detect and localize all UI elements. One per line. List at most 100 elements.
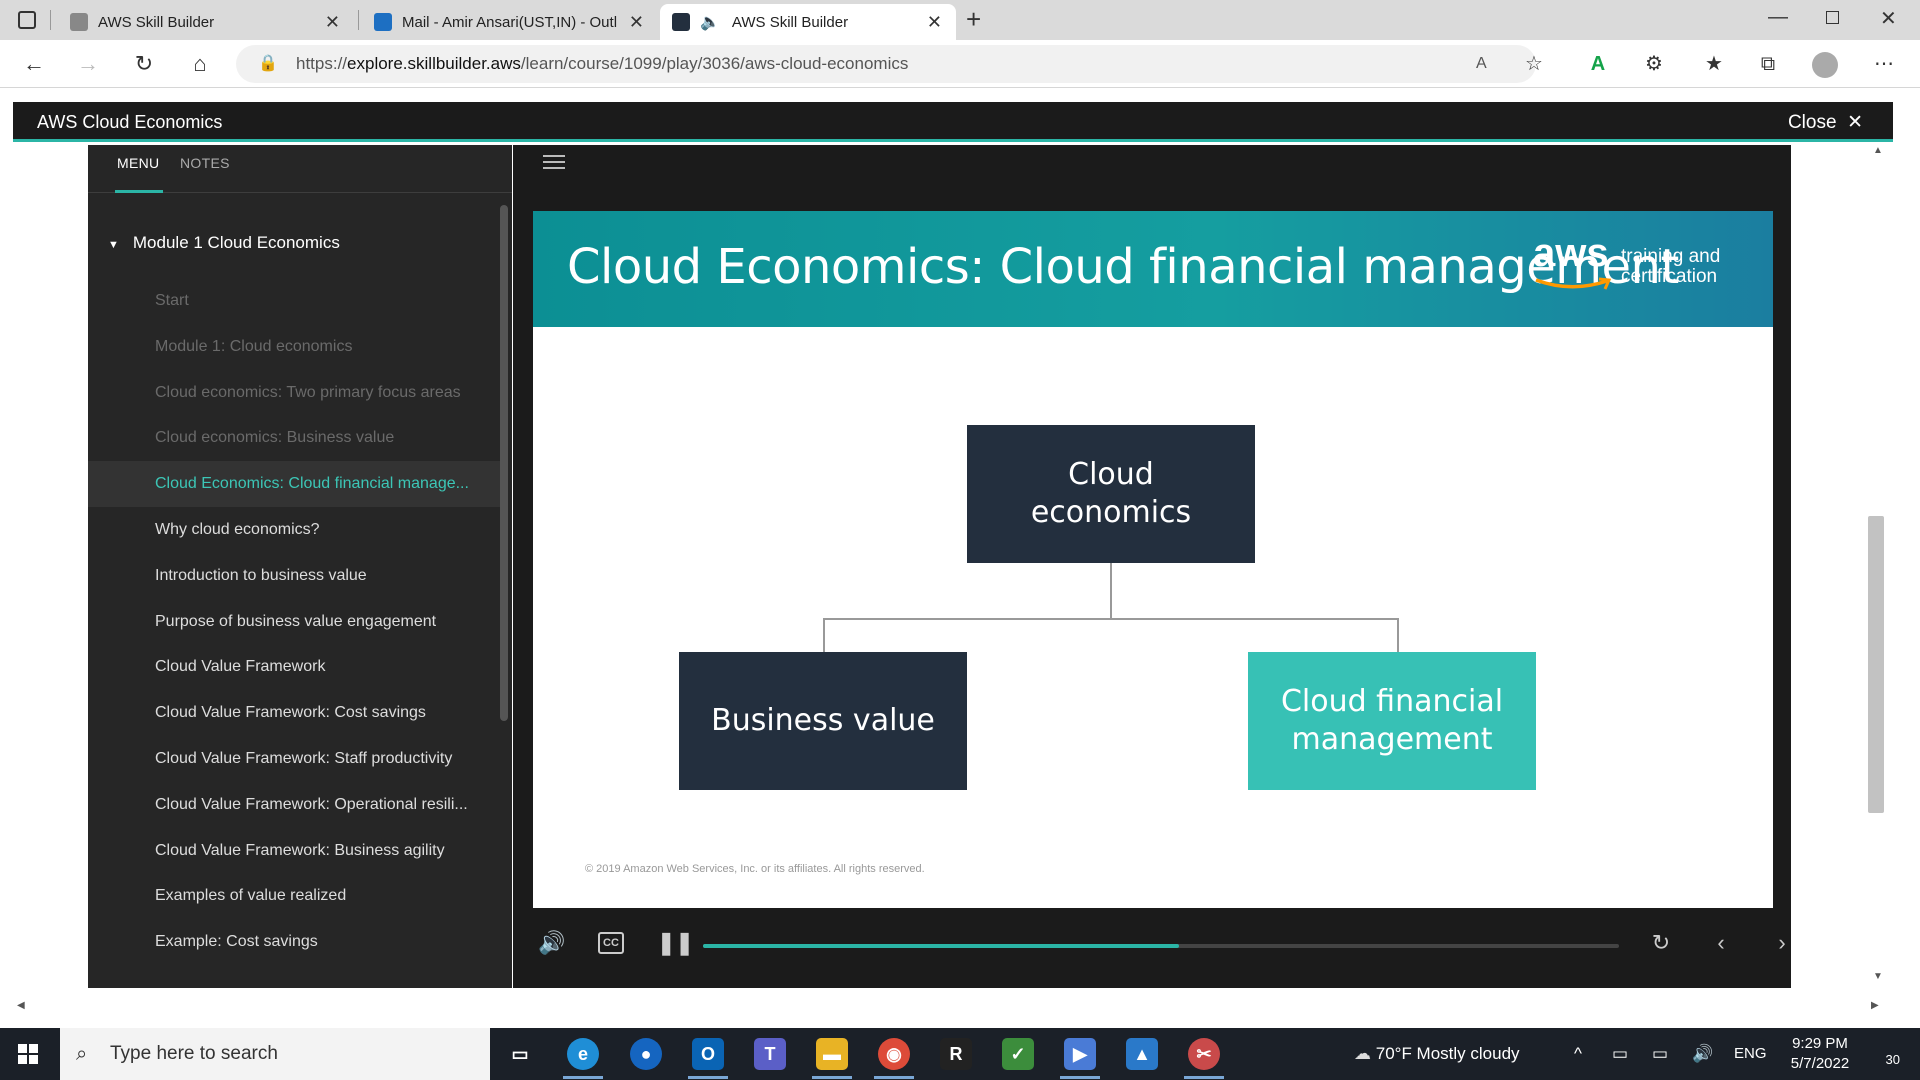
refresh-icon[interactable]: ↻ xyxy=(134,51,154,76)
sidebar-lesson-item[interactable]: Introduction to business value xyxy=(155,566,367,584)
edge-browser-icon[interactable]: e xyxy=(567,1038,599,1070)
slide-copyright: © 2019 Amazon Web Services, Inc. or its … xyxy=(585,863,925,875)
progress-fill xyxy=(703,944,1180,948)
spreadsheet-app-icon[interactable]: ✓ xyxy=(1002,1038,1034,1070)
box-label: Business value xyxy=(711,703,935,738)
box-line-2: management xyxy=(1291,722,1493,757)
close-window-button[interactable]: ✕ xyxy=(1880,8,1897,30)
file-explorer-icon[interactable]: ▬ xyxy=(816,1038,848,1070)
module-header[interactable]: ▼ Module 1 Cloud Economics xyxy=(108,233,340,253)
language-indicator[interactable]: ENG xyxy=(1734,1045,1767,1062)
grammarly-extension-icon[interactable]: A xyxy=(1590,53,1606,75)
sidebar-lesson-item[interactable]: Cloud economics: Two primary focus areas xyxy=(155,383,461,401)
outlook-favicon xyxy=(374,13,392,31)
closed-captions-icon[interactable]: CC xyxy=(598,932,624,954)
battery-icon[interactable]: ▭ xyxy=(1612,1044,1629,1063)
clock[interactable]: 9:29 PM 5/7/2022 xyxy=(1780,1034,1860,1074)
favorite-add-icon[interactable]: ☆ xyxy=(1525,53,1543,75)
url-field[interactable]: 🔒 https://explore.skillbuilder.aws/learn… xyxy=(236,45,1536,83)
close-course-button[interactable]: Close ✕ xyxy=(1788,102,1863,144)
back-arrow-icon[interactable]: ← xyxy=(23,51,45,76)
taskbar-search-box[interactable]: ⌕ Type here to search xyxy=(60,1028,490,1080)
volume-tray-icon[interactable]: 🔊 xyxy=(1692,1044,1714,1063)
sidebar-lesson-item[interactable]: Example: Cost savings xyxy=(155,933,318,951)
outlook-icon[interactable]: O xyxy=(692,1038,724,1070)
show-hidden-icons-icon[interactable]: ^ xyxy=(1574,1044,1582,1063)
sidebar-lesson-item[interactable]: Purpose of business value engagement xyxy=(155,612,437,630)
app-r-icon[interactable]: R xyxy=(940,1038,972,1070)
chrome-icon[interactable]: ◉ xyxy=(878,1038,910,1070)
forward-arrow-icon[interactable]: → xyxy=(77,51,99,76)
network-icon[interactable]: ▭ xyxy=(1652,1044,1669,1063)
connector-right xyxy=(1397,618,1399,652)
extensions-icon[interactable]: ⚙ xyxy=(1645,53,1663,75)
task-view-icon[interactable]: ▭ xyxy=(511,1044,529,1064)
tab-separator xyxy=(358,10,359,30)
volume-icon[interactable]: 🔊 xyxy=(538,930,566,955)
scroll-right-icon[interactable]: ▶ xyxy=(1871,1000,1879,1011)
snipping-tool-icon[interactable]: ✂ xyxy=(1188,1038,1220,1070)
collections-icon[interactable]: ⧉ xyxy=(1760,53,1776,75)
sidebar-lesson-item[interactable]: Module 1: Cloud economics xyxy=(155,337,353,355)
tab-menu[interactable]: MENU xyxy=(117,155,160,171)
module-title: Module 1 Cloud Economics xyxy=(132,233,340,252)
tab-aws-skill-builder-active[interactable]: 🔈 AWS Skill Builder ✕ xyxy=(660,4,956,40)
scroll-up-icon[interactable]: ▲ xyxy=(1873,145,1883,156)
sidebar-lesson-item[interactable]: Cloud Economics: Cloud financial manage.… xyxy=(88,461,500,508)
restore-button[interactable] xyxy=(1826,11,1839,24)
tab-close-icon[interactable]: ✕ xyxy=(926,12,942,32)
sidebar-scrollbar[interactable] xyxy=(500,205,508,721)
previous-icon[interactable]: ‹ xyxy=(1717,930,1725,955)
minimize-button[interactable]: — xyxy=(1768,6,1788,28)
tab-label: AWS Skill Builder xyxy=(731,13,849,31)
tab-outlook-mail[interactable]: Mail - Amir Ansari(UST,IN) - Outl ✕ xyxy=(362,4,658,40)
sidebar-lesson-item[interactable]: Cloud Value Framework: Business agility xyxy=(155,841,445,859)
sidebar-lesson-item[interactable]: Cloud Value Framework: Staff productivit… xyxy=(155,750,453,767)
connector-left xyxy=(823,618,825,652)
photos-icon[interactable]: ▲ xyxy=(1126,1038,1158,1070)
lock-icon[interactable]: 🔒 xyxy=(258,55,278,72)
search-placeholder: Type here to search xyxy=(110,1043,278,1064)
page-scroll-thumb[interactable] xyxy=(1868,516,1884,813)
sidebar-lesson-item[interactable]: Cloud Value Framework xyxy=(155,658,326,676)
sidebar-lesson-item[interactable]: Examples of value realized xyxy=(155,887,347,905)
windows-start-icon[interactable] xyxy=(18,1044,38,1064)
next-icon[interactable]: › xyxy=(1778,930,1786,955)
speaker-icon[interactable]: 🔈 xyxy=(700,14,720,31)
scroll-down-icon[interactable]: ▼ xyxy=(1873,971,1883,982)
caret-down-icon: ▼ xyxy=(108,239,119,251)
active-tab-indicator xyxy=(115,190,163,193)
active-app-indicator xyxy=(563,1076,603,1079)
favorites-icon[interactable]: ★ xyxy=(1705,53,1723,75)
scroll-left-icon[interactable]: ◀ xyxy=(17,1000,25,1011)
weather-widget[interactable]: ☁ 70°F Mostly cloudy xyxy=(1354,1028,1520,1080)
tab-close-icon[interactable]: ✕ xyxy=(324,12,340,32)
home-icon[interactable]: ⌂ xyxy=(193,51,207,76)
sidebar-lesson-item[interactable]: Cloud Value Framework: Operational resil… xyxy=(155,795,468,813)
hamburger-menu-icon[interactable] xyxy=(543,155,565,169)
maps-icon[interactable]: ● xyxy=(630,1038,662,1070)
tab-actions-icon[interactable] xyxy=(18,11,36,29)
profile-avatar[interactable] xyxy=(1812,52,1838,78)
tab-aws-skill-builder-1[interactable]: AWS Skill Builder ✕ xyxy=(58,4,354,40)
replay-icon[interactable]: ↻ xyxy=(1651,930,1671,955)
sidebar-tabs: MENU NOTES xyxy=(88,145,512,193)
tab-close-icon[interactable]: ✕ xyxy=(628,12,644,32)
clock-date: 5/7/2022 xyxy=(1790,1055,1850,1072)
tab-notes[interactable]: NOTES xyxy=(180,155,230,171)
aws-smile-icon xyxy=(1535,277,1612,290)
new-tab-button[interactable]: + xyxy=(966,4,982,34)
teams-icon[interactable]: T xyxy=(754,1038,786,1070)
sidebar-lesson-item[interactable]: Cloud economics: Business value xyxy=(155,429,395,447)
sidebar-lesson-item[interactable]: Start xyxy=(155,292,189,309)
read-aloud-icon[interactable]: A xyxy=(1476,55,1487,72)
more-menu-icon[interactable]: ⋯ xyxy=(1874,53,1894,75)
sidebar-lesson-item[interactable]: Cloud Value Framework: Cost savings xyxy=(155,704,426,722)
pause-icon[interactable]: ❚❚ xyxy=(657,930,694,955)
media-app-icon[interactable]: ▶ xyxy=(1064,1038,1096,1070)
sidebar-lesson-item[interactable]: Why cloud economics? xyxy=(155,521,320,538)
page-horizontal-scrollbar[interactable]: ◀ ▶ xyxy=(13,996,1883,1018)
course-menu-sidebar: MENU NOTES ▼ Module 1 Cloud Economics Sta… xyxy=(88,145,512,988)
notification-center-icon[interactable]: 30 xyxy=(1870,1040,1900,1068)
progress-bar[interactable] xyxy=(703,944,1619,948)
